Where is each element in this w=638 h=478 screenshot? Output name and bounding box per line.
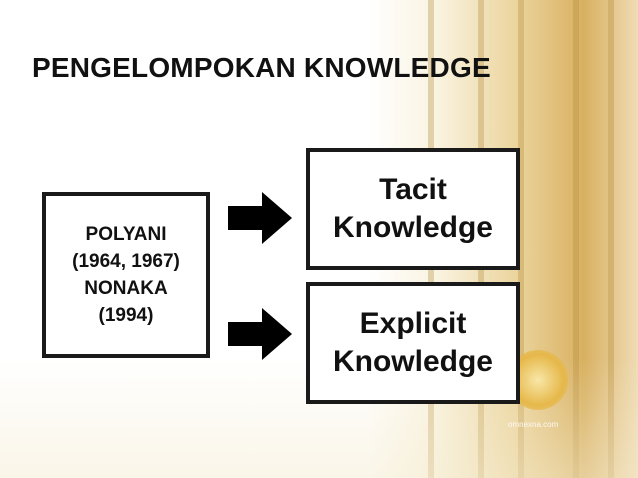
explicit-line: Knowledge xyxy=(332,345,493,378)
source-box: POLYANI (1964, 1967) NONAKA (1994) xyxy=(42,192,210,358)
source-line: (1964, 1967) xyxy=(72,251,180,272)
source-line: NONAKA xyxy=(84,278,168,299)
arrow-right-icon xyxy=(228,308,292,360)
arrow-right-icon xyxy=(228,192,292,244)
source-line: (1994) xyxy=(98,305,154,326)
tacit-knowledge-box: Tacit Knowledge xyxy=(306,148,520,270)
tacit-line: Knowledge xyxy=(332,211,493,244)
source-line: POLYANI xyxy=(85,224,167,245)
slide-title: PENGELOMPOKAN KNOWLEDGE xyxy=(32,52,491,83)
explicit-line: Explicit xyxy=(359,307,467,340)
watermark: omnexna.com xyxy=(508,420,559,429)
tacit-line: Tacit xyxy=(379,173,447,206)
explicit-knowledge-box: Explicit Knowledge xyxy=(306,282,520,404)
